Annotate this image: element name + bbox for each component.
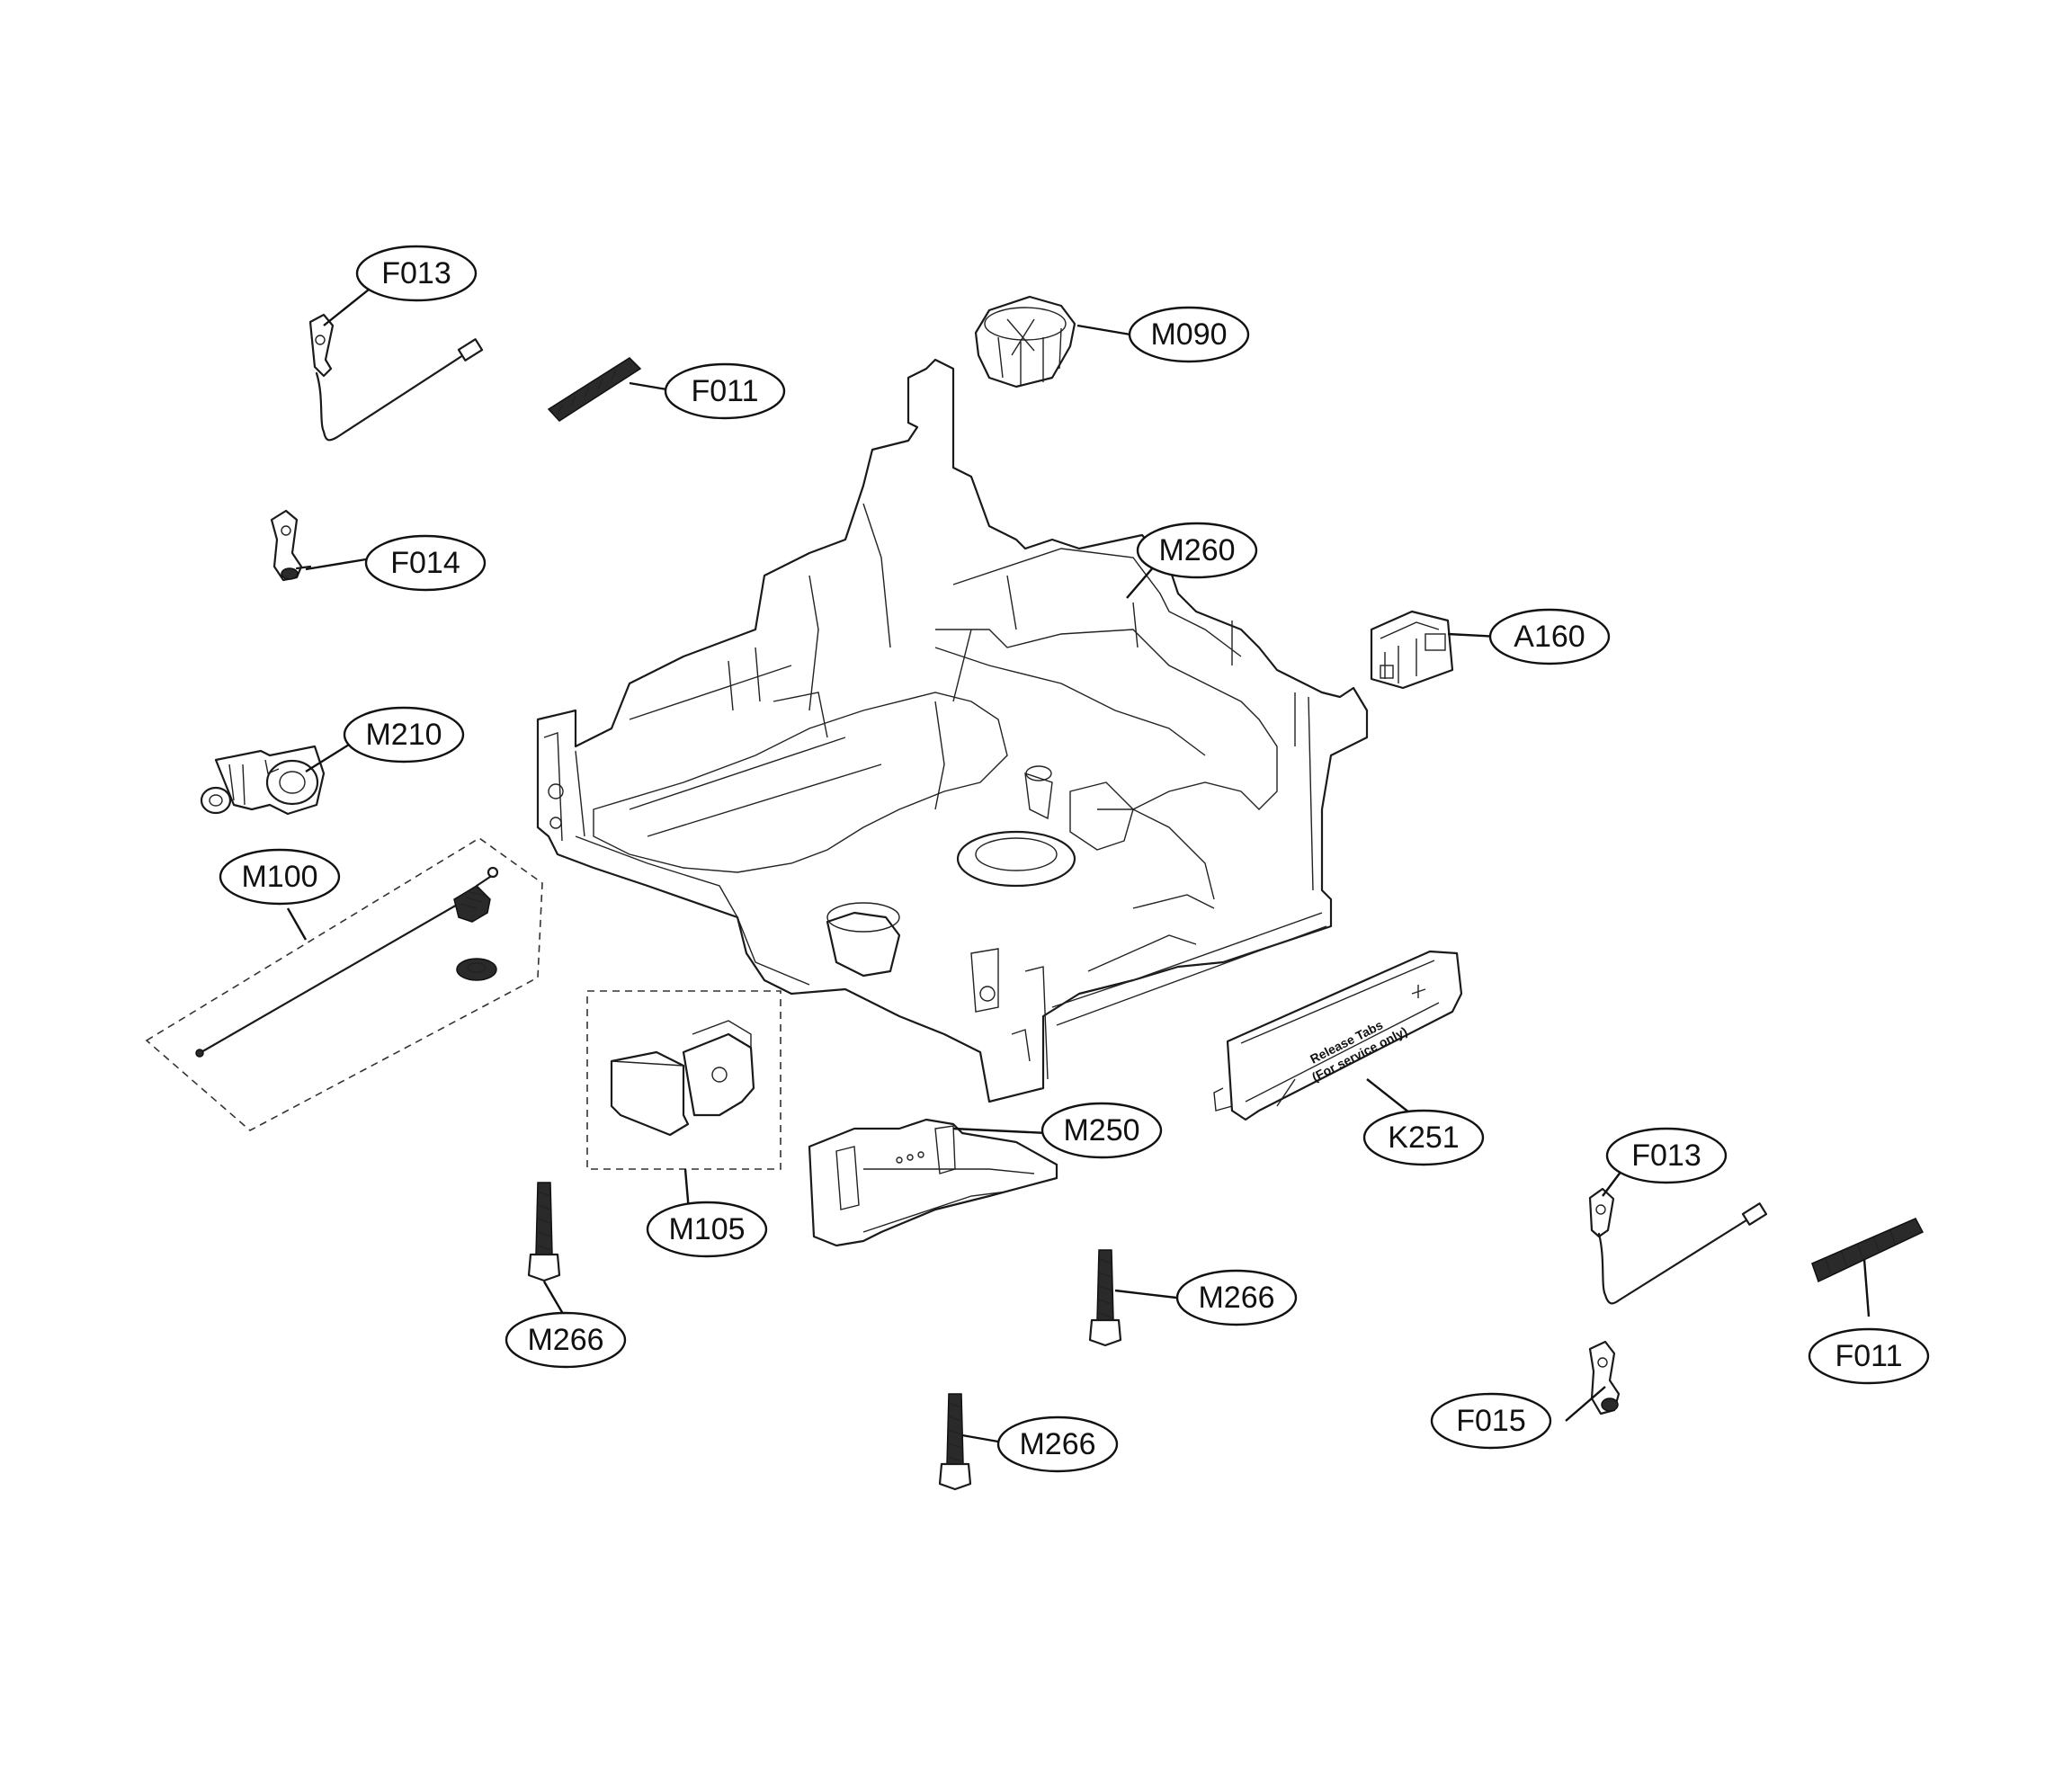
callout-f014: F014 — [364, 534, 487, 592]
svg-text:F013: F013 — [1631, 1139, 1701, 1173]
callout-f013-right: F013 — [1605, 1127, 1728, 1184]
base-frame-m260 — [536, 358, 1369, 1103]
callout-f011-right: F011 — [1808, 1327, 1930, 1385]
svg-text:M100: M100 — [241, 860, 317, 894]
callout-k251: K251 — [1362, 1109, 1485, 1166]
valve-m210 — [200, 745, 326, 816]
svg-text:M105: M105 — [668, 1212, 745, 1246]
bolt-m266-left — [527, 1182, 561, 1282]
svg-text:A160: A160 — [1514, 620, 1585, 654]
svg-text:F014: F014 — [390, 546, 460, 580]
callout-f015: F015 — [1430, 1392, 1552, 1450]
part-m250 — [808, 1118, 1058, 1247]
svg-text:M266: M266 — [1019, 1427, 1095, 1461]
callout-m105: M105 — [646, 1201, 768, 1258]
svg-text:M266: M266 — [1198, 1281, 1274, 1315]
callout-a160: A160 — [1488, 608, 1611, 665]
callout-m266-left: M266 — [505, 1311, 627, 1369]
spring-f011-top — [547, 357, 642, 422]
part-m090 — [974, 295, 1076, 388]
svg-text:F013: F013 — [381, 256, 451, 290]
part-a160 — [1370, 610, 1454, 690]
svg-text:M260: M260 — [1158, 533, 1235, 567]
spring-f011-right — [1811, 1218, 1925, 1283]
callout-f013-top: F013 — [355, 245, 478, 302]
svg-text:M090: M090 — [1150, 317, 1227, 352]
svg-text:M250: M250 — [1063, 1113, 1139, 1148]
svg-text:K251: K251 — [1388, 1121, 1459, 1155]
svg-text:F011: F011 — [692, 374, 759, 408]
callout-m100: M100 — [219, 848, 341, 906]
callout-m210: M210 — [343, 706, 465, 764]
bolt-m266-mid — [1088, 1249, 1122, 1347]
callout-m266-mid: M266 — [1175, 1269, 1298, 1326]
bolt-m266-bottom — [938, 1393, 972, 1491]
part-k251-tray: Release Tabs (For service only) — [1213, 950, 1463, 1121]
svg-text:M210: M210 — [365, 718, 442, 752]
switch-part-f015 — [1588, 1340, 1621, 1415]
callout-m090: M090 — [1128, 306, 1250, 363]
switch-part-f013-right — [1588, 1187, 1768, 1305]
part-m100-assembly — [145, 837, 543, 1131]
switch-part-f014 — [270, 509, 312, 582]
svg-text:F011: F011 — [1835, 1339, 1903, 1373]
switch-part-f013-top — [308, 313, 484, 442]
callout-m266-bottom: M266 — [996, 1415, 1119, 1473]
callout-f011-top: F011 — [664, 362, 786, 420]
callout-m260: M260 — [1136, 522, 1258, 579]
svg-text:F015: F015 — [1456, 1404, 1526, 1438]
svg-text:M266: M266 — [527, 1323, 603, 1357]
part-m105 — [586, 990, 781, 1170]
callout-m250: M250 — [1040, 1102, 1163, 1159]
